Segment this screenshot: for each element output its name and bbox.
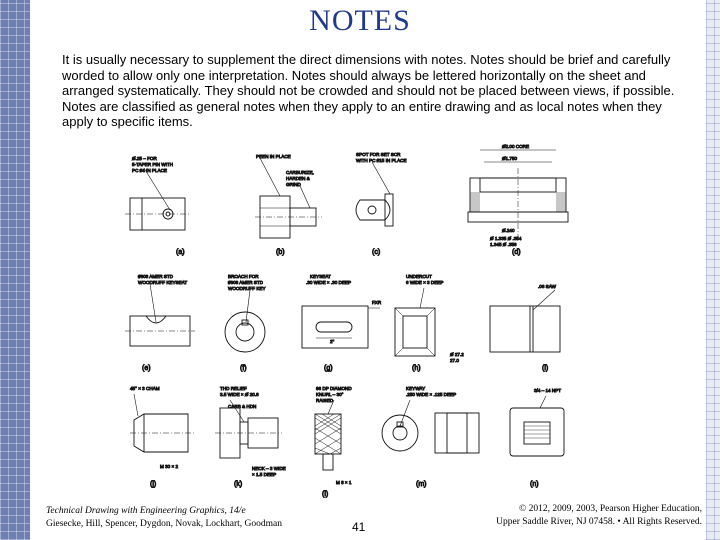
note-j-line1: 45° × 3 CHAM <box>130 386 160 391</box>
figure-c-set-screw-lever: SPOT FOR SET SCR WITH PC #15 IN PLACE <box>356 152 407 227</box>
figure-i-saw-cut: .06 SAW <box>489 284 561 353</box>
figure-d-bushing-section: Ø2.00 CORE Ø1.750 Ø.240 Ø 1.335 Ø .354 1… <box>467 144 569 247</box>
panel-label-e: (e) <box>142 365 151 372</box>
note-h-line4: 27.0 <box>450 358 459 363</box>
note-k-line2: 3.5 WIDE × Ø 20.8 <box>220 392 259 397</box>
panel-label-b: (b) <box>276 249 285 256</box>
figure-h-undercut-section: UNDERCUT 6 WIDE × 3 DEEP Ø 27.2 27.0 <box>394 274 465 363</box>
note-m-line1: KEYWAY <box>406 386 425 391</box>
note-d-bottom3: 1.345 Ø .356 <box>490 242 517 247</box>
figure-j-chamfered-shaft: 45° × 3 CHAM M 30 × 2 <box>130 386 194 469</box>
note-i-line1: .06 SAW <box>538 284 557 289</box>
note-c-line1: SPOT FOR SET SCR <box>356 152 401 157</box>
note-f-line2: #808 AMER STD <box>228 280 264 285</box>
note-e-line1: #808 AMER STD <box>138 274 174 279</box>
note-d-top1: Ø2.00 CORE <box>502 144 529 149</box>
figure-f-broached-hub: BROACH FOR #808 AMER STD WOODRUFF KEY <box>224 274 266 353</box>
figure-b-peened-pin: PEEN IN PLACE CARBURIZE, HARDEN & GRIND <box>255 154 322 239</box>
note-a-line2: 5-TAPER PIN WITH <box>132 162 173 167</box>
note-e-line2: WOODRUFF KEYSEAT <box>138 280 187 285</box>
note-l-line2: KNURL – 30° <box>316 392 344 397</box>
figure-m-keyway-hub: KEYWAY .250 WIDE × .125 DEEP <box>381 386 480 454</box>
note-d-bottom2: Ø 1.335 Ø .354 <box>490 236 522 241</box>
note-c-line2: WITH PC #15 IN PLACE <box>356 158 407 163</box>
footer-book-credit: Technical Drawing with Engineering Graph… <box>46 505 282 531</box>
note-h-line3: Ø 27.2 <box>450 352 464 357</box>
note-l-line1: 96 DP DIAMOND <box>316 386 352 391</box>
figure-a-taper-pin-shaft: Ø.25 – FOR 5-TAPER PIN WITH PC #4 IN PLA… <box>125 156 190 231</box>
note-f-line3: WOODRUFF KEY <box>228 286 266 291</box>
note-f-line1: BROACH FOR <box>228 274 259 279</box>
slide-title: NOTES <box>309 4 411 37</box>
figure-k-thread-relief: THD RELIEF 3.5 WIDE × Ø 20.8 CARB & HDN … <box>215 386 286 477</box>
note-j-line2: M 30 × 2 <box>160 464 178 469</box>
footer-copyright-line2: Upper Saddle River, NJ 07458. • All Righ… <box>496 517 702 527</box>
panel-label-n: (n) <box>530 481 539 488</box>
note-l-line3: RAISED <box>316 398 334 403</box>
note-k-line1: THD RELIEF <box>220 386 247 391</box>
footer-copyright: © 2012, 2009, 2003, Pearson Higher Educa… <box>496 503 702 529</box>
note-g-dim: 2" <box>330 339 335 344</box>
note-k-line5: × 1.5 DEEP <box>252 472 276 477</box>
panel-label-l: (l) <box>322 491 328 498</box>
panel-label-d: (d) <box>512 249 521 256</box>
figure-n-pipe-thread: 3/4 – 14 NPT <box>509 388 565 457</box>
figure-g-keyseat-slot: KEYSEAT .30 WIDE × .30 DEEP 2" FXR <box>301 274 382 349</box>
footer-authors: Giesecke, Hill, Spencer, Dygdon, Novak, … <box>46 519 283 529</box>
left-decorative-band <box>0 0 30 540</box>
panel-label-m: (m) <box>416 481 427 488</box>
note-a-line1: Ø.25 – FOR <box>132 156 157 161</box>
footer-book-title: Technical Drawing with Engineering Graph… <box>46 506 246 516</box>
panel-label-i: (i) <box>542 365 548 372</box>
note-a-line3: PC #4 IN PLACE <box>132 168 167 173</box>
note-h-line2: 6 WIDE × 3 DEEP <box>406 280 443 285</box>
right-decorative-band <box>706 0 720 540</box>
panel-label-k: (k) <box>234 481 242 488</box>
note-b-line1: PEEN IN PLACE <box>256 154 291 159</box>
figure-l-diamond-knurl: 96 DP DIAMOND KNURL – 30° RAISED M 8 × 1 <box>314 386 353 485</box>
panel-label-a: (a) <box>176 249 185 256</box>
footer-copyright-line1: © 2012, 2009, 2003, Pearson Higher Educa… <box>519 504 702 514</box>
note-g-line1: KEYSEAT <box>310 274 331 279</box>
note-b2-line1: CARBURIZE, <box>286 170 314 175</box>
panel-label-c: (c) <box>372 249 380 256</box>
note-d-top2: Ø1.750 <box>502 156 518 161</box>
figure-e-woodruff-keyseat: #808 AMER STD WOODRUFF KEYSEAT <box>125 274 195 347</box>
panel-label-g: (g) <box>324 365 333 372</box>
notes-figure: Ø.25 – FOR 5-TAPER PIN WITH PC #4 IN PLA… <box>110 138 590 500</box>
note-k-line4: NECK – 3 WIDE <box>252 466 286 471</box>
note-b2-line2: HARDEN & <box>286 176 310 181</box>
note-g-line2: .30 WIDE × .30 DEEP <box>306 280 351 285</box>
slide-body-text: It is usually necessary to supplement th… <box>62 52 675 130</box>
note-d-bottom1: Ø.240 <box>502 228 515 233</box>
note-g-fxr: FXR <box>372 300 382 305</box>
note-l-line4: M 8 × 1 <box>336 480 352 485</box>
panel-label-j: (j) <box>150 481 156 488</box>
panel-label-f: (f) <box>240 365 247 372</box>
page-number: 41 <box>352 520 366 534</box>
panel-label-h: (h) <box>412 365 421 372</box>
note-h-line1: UNDERCUT <box>406 274 432 279</box>
note-m-line2: .250 WIDE × .125 DEEP <box>406 392 456 397</box>
note-b2-line3: GRIND <box>286 182 301 187</box>
note-n-line1: 3/4 – 14 NPT <box>534 388 561 393</box>
note-k-line3: CARB & HDN <box>228 404 256 409</box>
